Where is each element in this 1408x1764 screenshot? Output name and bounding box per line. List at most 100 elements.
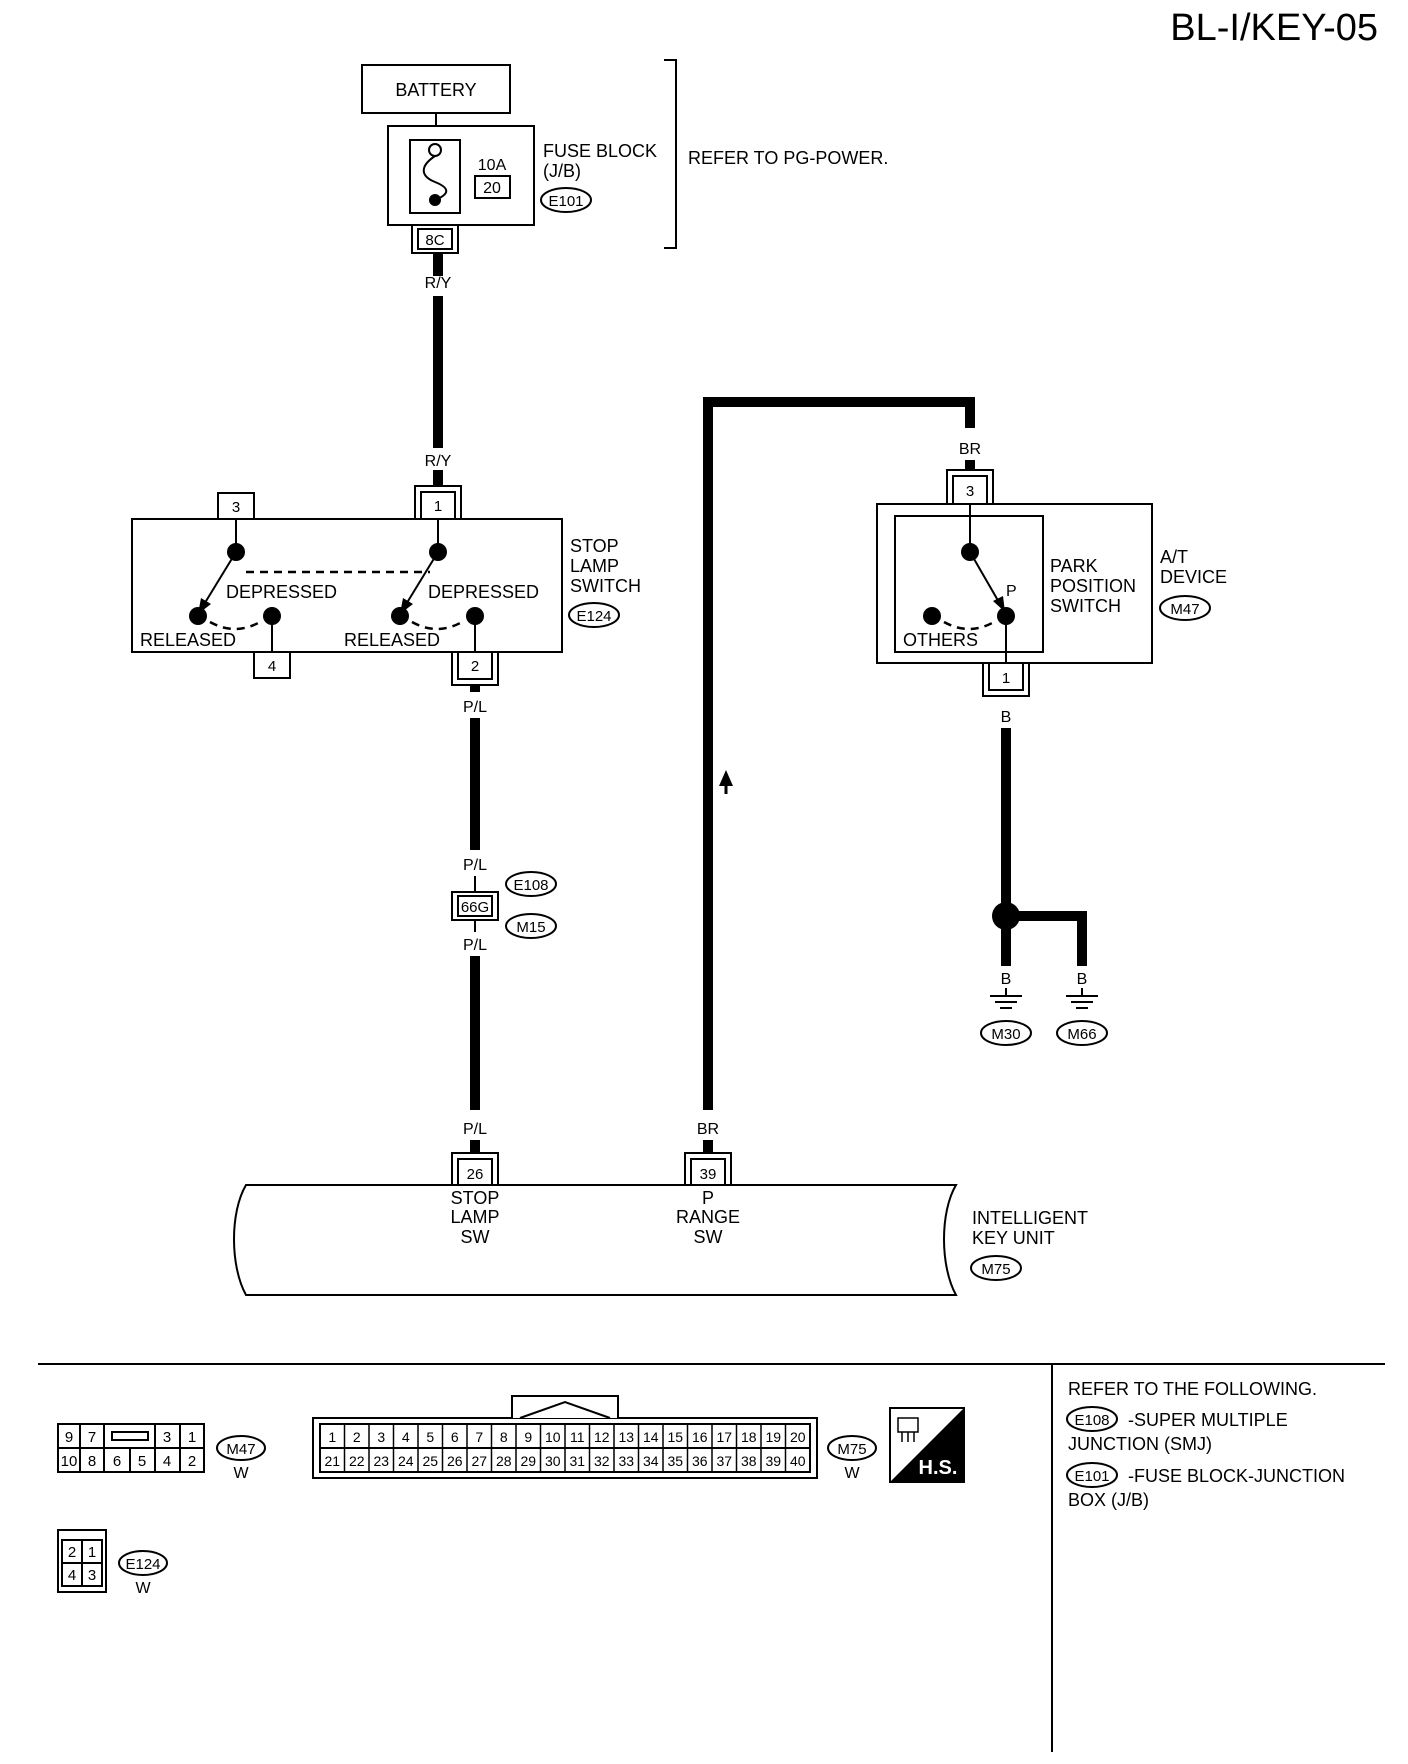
ikey-pin-26: 26 (467, 1166, 484, 1183)
m75-pin-26: 26 (447, 1453, 463, 1469)
connector-view-m47: 9 7 3 1 10 8 6 5 4 2 (57, 1423, 205, 1473)
m75-pin-13: 13 (618, 1429, 634, 1445)
left-released-label: RELEASED (140, 630, 236, 650)
fuse-block: 10A 20 8C (387, 125, 535, 254)
stop-pin-2: 2 (471, 658, 479, 675)
at-device-name-2: DEVICE (1160, 567, 1227, 587)
park-position-switch: 3 P OTHERS 1 (876, 469, 1153, 697)
refer-notes: REFER TO THE FOLLOWING. E108 -SUPER MULT… (1066, 1379, 1345, 1510)
wire-stop-in: R/Y (425, 453, 452, 470)
ikey-p-1: P (702, 1188, 714, 1208)
ground-symbol-1 (990, 988, 1022, 1009)
refer-item2-line1: -FUSE BLOCK-JUNCTION (1128, 1466, 1345, 1486)
wire-stop-out: P/L (463, 699, 487, 716)
stop-lamp-name-1: STOP (570, 536, 619, 556)
m75-pin-34: 34 (643, 1453, 659, 1469)
hs-label: H.S. (919, 1457, 958, 1479)
ground-symbol-2 (1066, 988, 1098, 1009)
wire-ikey-p: BR (697, 1121, 719, 1138)
refer-item1-code: E108 (1074, 1412, 1109, 1429)
park-others-label: OTHERS (903, 630, 978, 650)
m75-pin-23: 23 (373, 1453, 389, 1469)
wire-fuse-out: R/Y (425, 275, 452, 292)
m75-pin-10: 10 (545, 1429, 561, 1445)
m75-pin-2: 2 (353, 1429, 361, 1445)
refer-pg-power: REFER TO PG-POWER. (688, 148, 888, 168)
m47-view-color: W (233, 1465, 249, 1482)
at-device-name-1: A/T (1160, 547, 1188, 567)
m75-pin-33: 33 (618, 1453, 634, 1469)
m47-pin-4: 4 (163, 1453, 171, 1470)
ikey-pin-39: 39 (700, 1166, 717, 1183)
hs-harness-side-icon: H.S. (889, 1407, 965, 1483)
ikey-stop-2: LAMP (450, 1207, 499, 1227)
m75-pin-6: 6 (451, 1429, 459, 1445)
park-p-label: P (1006, 583, 1017, 600)
refer-item2-code: E101 (1074, 1468, 1109, 1485)
m75-pin-35: 35 (667, 1453, 683, 1469)
e124-view-name: E124 (125, 1556, 160, 1573)
battery-label: BATTERY (395, 80, 476, 100)
m75-pin-31: 31 (569, 1453, 585, 1469)
smj-connector-m15: M15 (516, 919, 545, 936)
stop-lamp-name-2: LAMP (570, 556, 619, 576)
wire-smj-out: P/L (463, 937, 487, 954)
refer-item2-line2: BOX (J/B) (1068, 1490, 1149, 1510)
m47-view-name: M47 (226, 1441, 255, 1458)
fuse-terminal: 8C (425, 232, 444, 249)
fuse-rating: 10A (478, 157, 507, 174)
left-depressed-label: DEPRESSED (226, 582, 337, 602)
m75-pin-3: 3 (377, 1429, 385, 1445)
m47-pin-1: 1 (188, 1429, 196, 1446)
stop-lamp-connector: E124 (576, 608, 611, 625)
wire-park-out: B (1001, 709, 1012, 726)
m47-pin-10: 10 (61, 1453, 78, 1470)
m75-pin-19: 19 (765, 1429, 781, 1445)
m75-pin-28: 28 (496, 1453, 512, 1469)
wire-ikey-stop: P/L (463, 1121, 487, 1138)
refer-item1-line1: -SUPER MULTIPLE (1128, 1410, 1288, 1430)
m75-pin-20: 20 (790, 1429, 806, 1445)
e124-pin-1: 1 (88, 1544, 96, 1561)
fuse-block-connector: E101 (548, 193, 583, 210)
ikey-name-2: KEY UNIT (972, 1228, 1055, 1248)
wire-ground-1: B (1001, 971, 1012, 988)
m75-view-name: M75 (837, 1441, 866, 1458)
park-name-3: SWITCH (1050, 596, 1121, 616)
m47-pin-3: 3 (163, 1429, 171, 1446)
m75-pin-4: 4 (402, 1429, 410, 1445)
intelligent-key-unit: 26 39 STOP LAMP SW P RANGE SW (233, 1140, 958, 1296)
ikey-stop-1: STOP (451, 1188, 500, 1208)
page-code: BL-I/KEY-05 (1170, 7, 1378, 49)
m75-pin-5: 5 (426, 1429, 434, 1445)
stop-pin-1: 1 (434, 498, 442, 515)
battery: BATTERY (361, 64, 511, 114)
m75-view-color: W (844, 1465, 860, 1482)
m75-pin-40: 40 (790, 1453, 806, 1469)
e124-pin-3: 3 (88, 1567, 96, 1584)
e124-pin-4: 4 (68, 1567, 76, 1584)
wire-smj-in: P/L (463, 857, 487, 874)
m75-pin-27: 27 (471, 1453, 487, 1469)
park-name-2: POSITION (1050, 576, 1136, 596)
refer-heading: REFER TO THE FOLLOWING. (1068, 1379, 1317, 1399)
m75-pin-39: 39 (765, 1453, 781, 1469)
m75-pin-15: 15 (667, 1429, 683, 1445)
park-pin-1: 1 (1002, 670, 1010, 687)
ground-m30: M30 (991, 1026, 1020, 1043)
m75-pin-25: 25 (422, 1453, 438, 1469)
park-name-1: PARK (1050, 556, 1098, 576)
fuse-number: 20 (483, 180, 501, 197)
m75-pin-8: 8 (500, 1429, 508, 1445)
ikey-connector: M75 (981, 1261, 1010, 1278)
e124-view-color: W (135, 1580, 151, 1597)
m75-pin-29: 29 (520, 1453, 536, 1469)
at-device-connector: M47 (1170, 601, 1199, 618)
right-depressed-label: DEPRESSED (428, 582, 539, 602)
stop-lamp-name-3: SWITCH (570, 576, 641, 596)
m75-pin-36: 36 (692, 1453, 708, 1469)
refer-item1-line2: JUNCTION (SMJ) (1068, 1434, 1212, 1454)
m75-pin-11: 11 (570, 1429, 585, 1445)
stop-pin-3: 3 (232, 499, 240, 516)
m75-pin-21: 21 (324, 1453, 340, 1469)
